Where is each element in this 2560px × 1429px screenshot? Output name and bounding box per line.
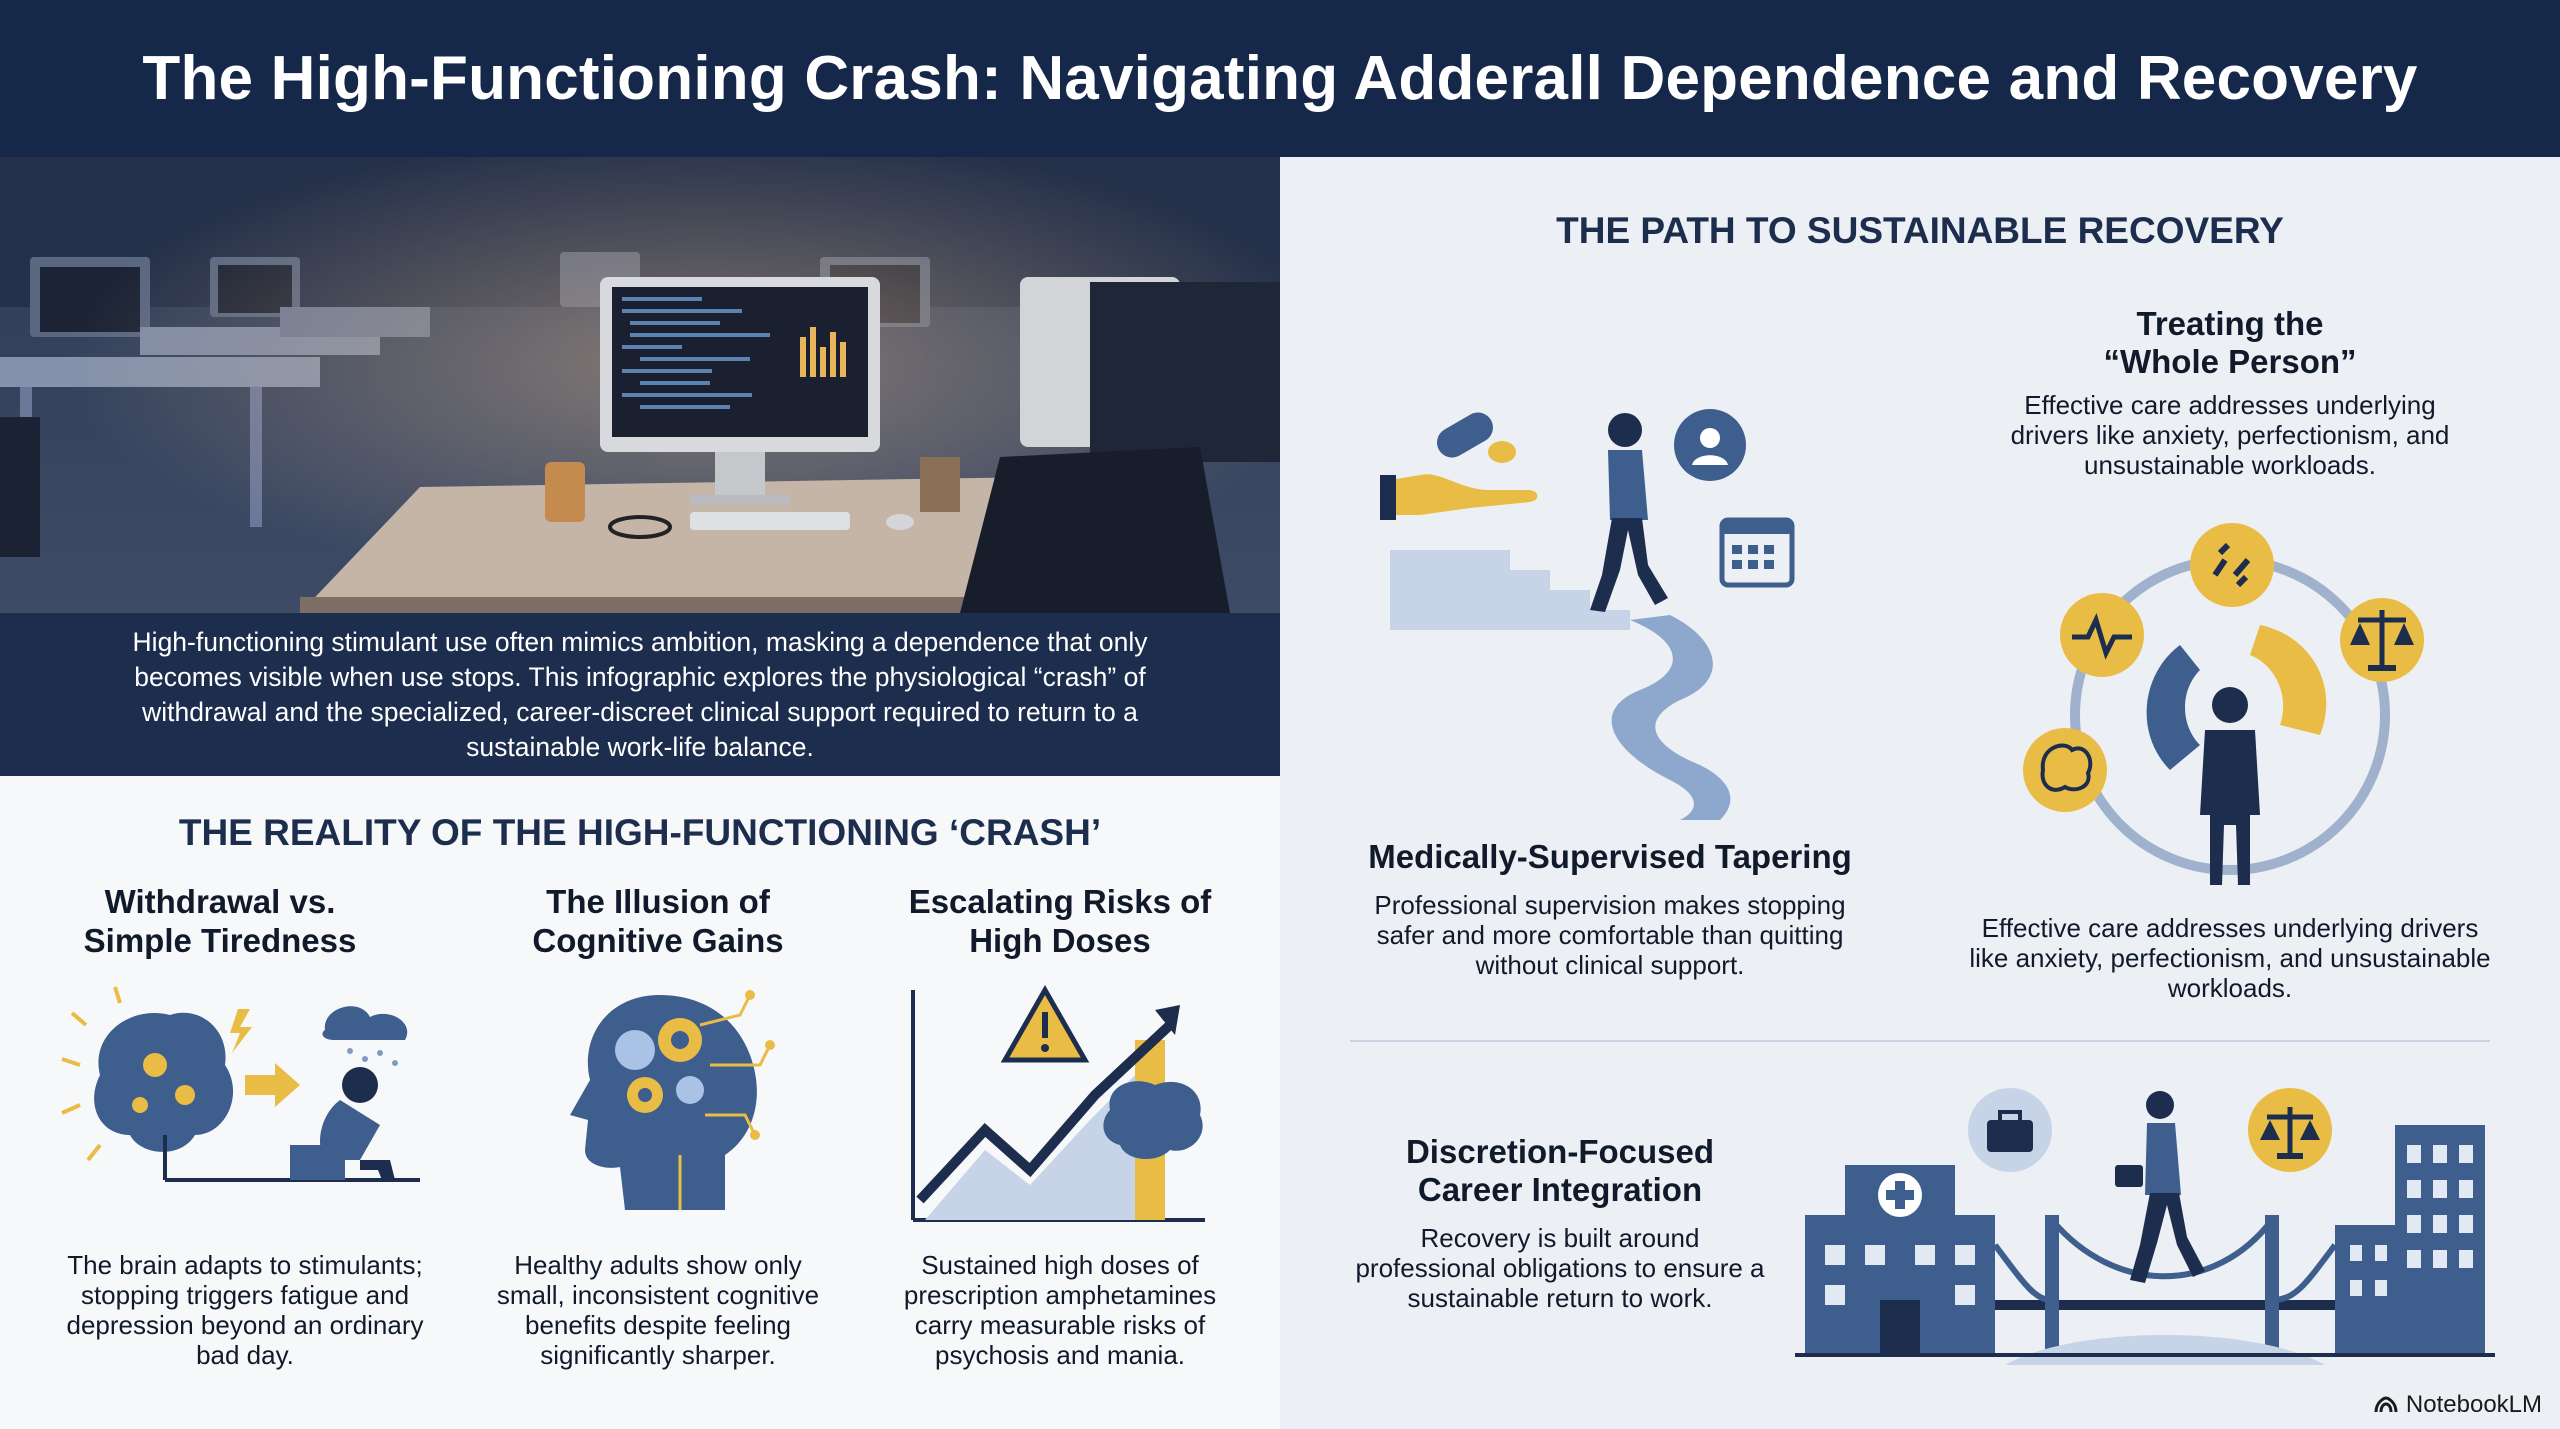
tapering-stairs-icon	[1380, 400, 1800, 820]
whole-person-circle-icon	[2010, 515, 2450, 895]
brand-label: NotebookLM	[2405, 1391, 2542, 1418]
whole-person-text-top: Effective care addresses underlying driv…	[2010, 390, 2450, 480]
page-title: The High-Functioning Crash: Navigating A…	[142, 44, 2418, 113]
head-gears-icon	[550, 985, 800, 1225]
section-divider	[1350, 1040, 2490, 1042]
career-text: Recovery is built around professional ob…	[1355, 1223, 1765, 1313]
whole-person-text-bottom: Effective care addresses underlying driv…	[1969, 913, 2491, 1003]
brain-and-exhausted-person-icon	[60, 985, 430, 1225]
withdrawal-text: The brain adapts to stimulants; stopping…	[66, 1250, 424, 1370]
brand-mark: NotebookLM	[2374, 1391, 2542, 1419]
illusion-title: The Illusion of Cognitive Gains	[532, 883, 784, 959]
warning-rising-chart-icon	[905, 980, 1215, 1225]
escalating-title: Escalating Risks of High Doses	[908, 883, 1212, 959]
career-bridge-icon	[1795, 1085, 2495, 1365]
escalating-text: Sustained high doses of prescription amp…	[903, 1250, 1217, 1370]
header-banner: The High-Functioning Crash: Navigating A…	[0, 0, 2560, 157]
office-photo	[0, 157, 1280, 613]
illusion-text: Healthy adults show only small, inconsis…	[496, 1250, 820, 1370]
recovery-title: THE PATH TO SUSTAINABLE RECOVERY	[1556, 210, 2284, 251]
reality-title: THE REALITY OF THE HIGH-FUNCTIONING ‘CRA…	[178, 812, 1102, 853]
notebooklm-logo-icon	[2374, 1396, 2398, 1413]
intro-text: High-functioning stimulant use often mim…	[132, 626, 1148, 762]
tapering-title: Medically-Supervised Tapering	[1368, 838, 1852, 875]
withdrawal-title: Withdrawal vs. Simple Tiredness	[83, 883, 357, 959]
tapering-text: Professional supervision makes stopping …	[1374, 890, 1846, 980]
office-desk-illustration	[0, 157, 1280, 613]
career-title: Discretion-Focused Career Integration	[1405, 1133, 1715, 1208]
whole-person-title: Treating the “Whole Person”	[2103, 305, 2357, 380]
intro-box: High-functioning stimulant use often mim…	[0, 613, 1280, 776]
